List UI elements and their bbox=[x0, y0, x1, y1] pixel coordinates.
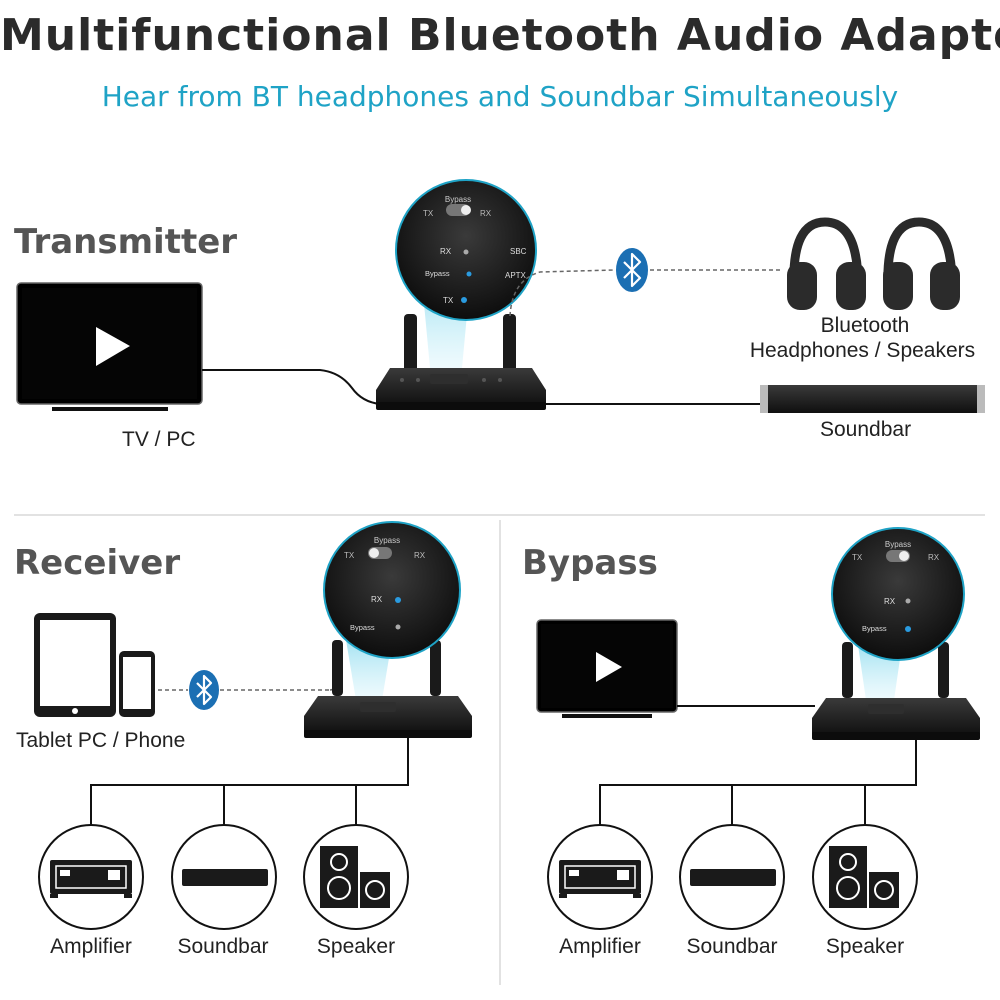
zoom-led-tx-text: TX bbox=[443, 296, 454, 305]
svg-text:Bypass: Bypass bbox=[885, 540, 911, 549]
zoom-led-rx-text: RX bbox=[440, 247, 452, 256]
headphones-label-line2: Headphones / Speakers bbox=[749, 339, 976, 362]
receiver-speaker-label: Speaker bbox=[316, 935, 396, 958]
tv-cable bbox=[202, 369, 381, 405]
headphones-label-line1: Bluetooth bbox=[820, 314, 910, 337]
bt-dashed-link bbox=[509, 269, 616, 317]
bypass-amplifier-label: Amplifier bbox=[559, 935, 641, 958]
transmitter-zoom: Bypass TX RX RX Bypass TX SBC APTX bbox=[395, 179, 537, 321]
svg-text:RX: RX bbox=[371, 595, 383, 604]
svg-text:RX: RX bbox=[414, 551, 426, 560]
soundbar-icon bbox=[679, 824, 785, 930]
tablet-phone-label: Tablet PC / Phone bbox=[16, 729, 186, 752]
zoom-bypass-text: Bypass bbox=[445, 195, 471, 204]
headphones-icon bbox=[883, 217, 960, 310]
receiver-amplifier-label: Amplifier bbox=[50, 935, 132, 958]
adapter-device bbox=[376, 314, 546, 410]
tablet-icon bbox=[34, 613, 116, 717]
bypass-heading: Bypass bbox=[522, 543, 658, 583]
zoom-aptx-text: APTX bbox=[505, 271, 527, 280]
adapter-device bbox=[304, 640, 472, 738]
svg-text:RX: RX bbox=[928, 553, 940, 562]
bypass-speaker-label: Speaker bbox=[825, 935, 905, 958]
zoom-tx-text: TX bbox=[423, 209, 434, 218]
amplifier-icon bbox=[38, 824, 144, 930]
zoom-rx-text: RX bbox=[480, 209, 492, 218]
soundbar-icon bbox=[171, 824, 277, 930]
soundbar-icon bbox=[760, 385, 985, 413]
svg-text:RX: RX bbox=[884, 597, 896, 606]
adapter-device bbox=[812, 642, 980, 740]
page-subtitle: Hear from BT headphones and Soundbar Sim… bbox=[101, 80, 899, 113]
speaker-icon bbox=[812, 824, 918, 930]
svg-text:Bypass: Bypass bbox=[862, 624, 887, 633]
page-title: Multifunctional Bluetooth Audio Adapter bbox=[0, 10, 1000, 61]
transmitter-heading: Transmitter bbox=[14, 222, 238, 262]
svg-text:TX: TX bbox=[852, 553, 863, 562]
zoom-sbc-text: SBC bbox=[510, 247, 527, 256]
bypass-soundbar-label: Soundbar bbox=[686, 935, 778, 958]
tv-icon bbox=[16, 282, 203, 411]
play-icon bbox=[596, 652, 622, 682]
bluetooth-icon bbox=[616, 248, 648, 292]
svg-text:TX: TX bbox=[344, 551, 355, 560]
tv-pc-label: TV / PC bbox=[122, 428, 196, 451]
bypass-zoom: Bypass TX RX RX Bypass bbox=[831, 527, 965, 661]
tv-icon bbox=[536, 619, 678, 718]
bluetooth-icon bbox=[189, 670, 219, 710]
zoom-led-bypass-text: Bypass bbox=[425, 269, 450, 278]
svg-text:Bypass: Bypass bbox=[374, 536, 400, 545]
amplifier-icon bbox=[547, 824, 653, 930]
receiver-soundbar-label: Soundbar bbox=[177, 935, 269, 958]
receiver-heading: Receiver bbox=[14, 543, 181, 583]
svg-text:Bypass: Bypass bbox=[350, 623, 375, 632]
transmitter-soundbar-label: Soundbar bbox=[820, 418, 912, 441]
receiver-zoom: Bypass TX RX RX Bypass bbox=[323, 521, 461, 659]
headphones-icon bbox=[787, 217, 866, 310]
play-icon bbox=[96, 327, 130, 366]
phone-icon bbox=[119, 651, 155, 717]
speaker-icon bbox=[303, 824, 409, 930]
